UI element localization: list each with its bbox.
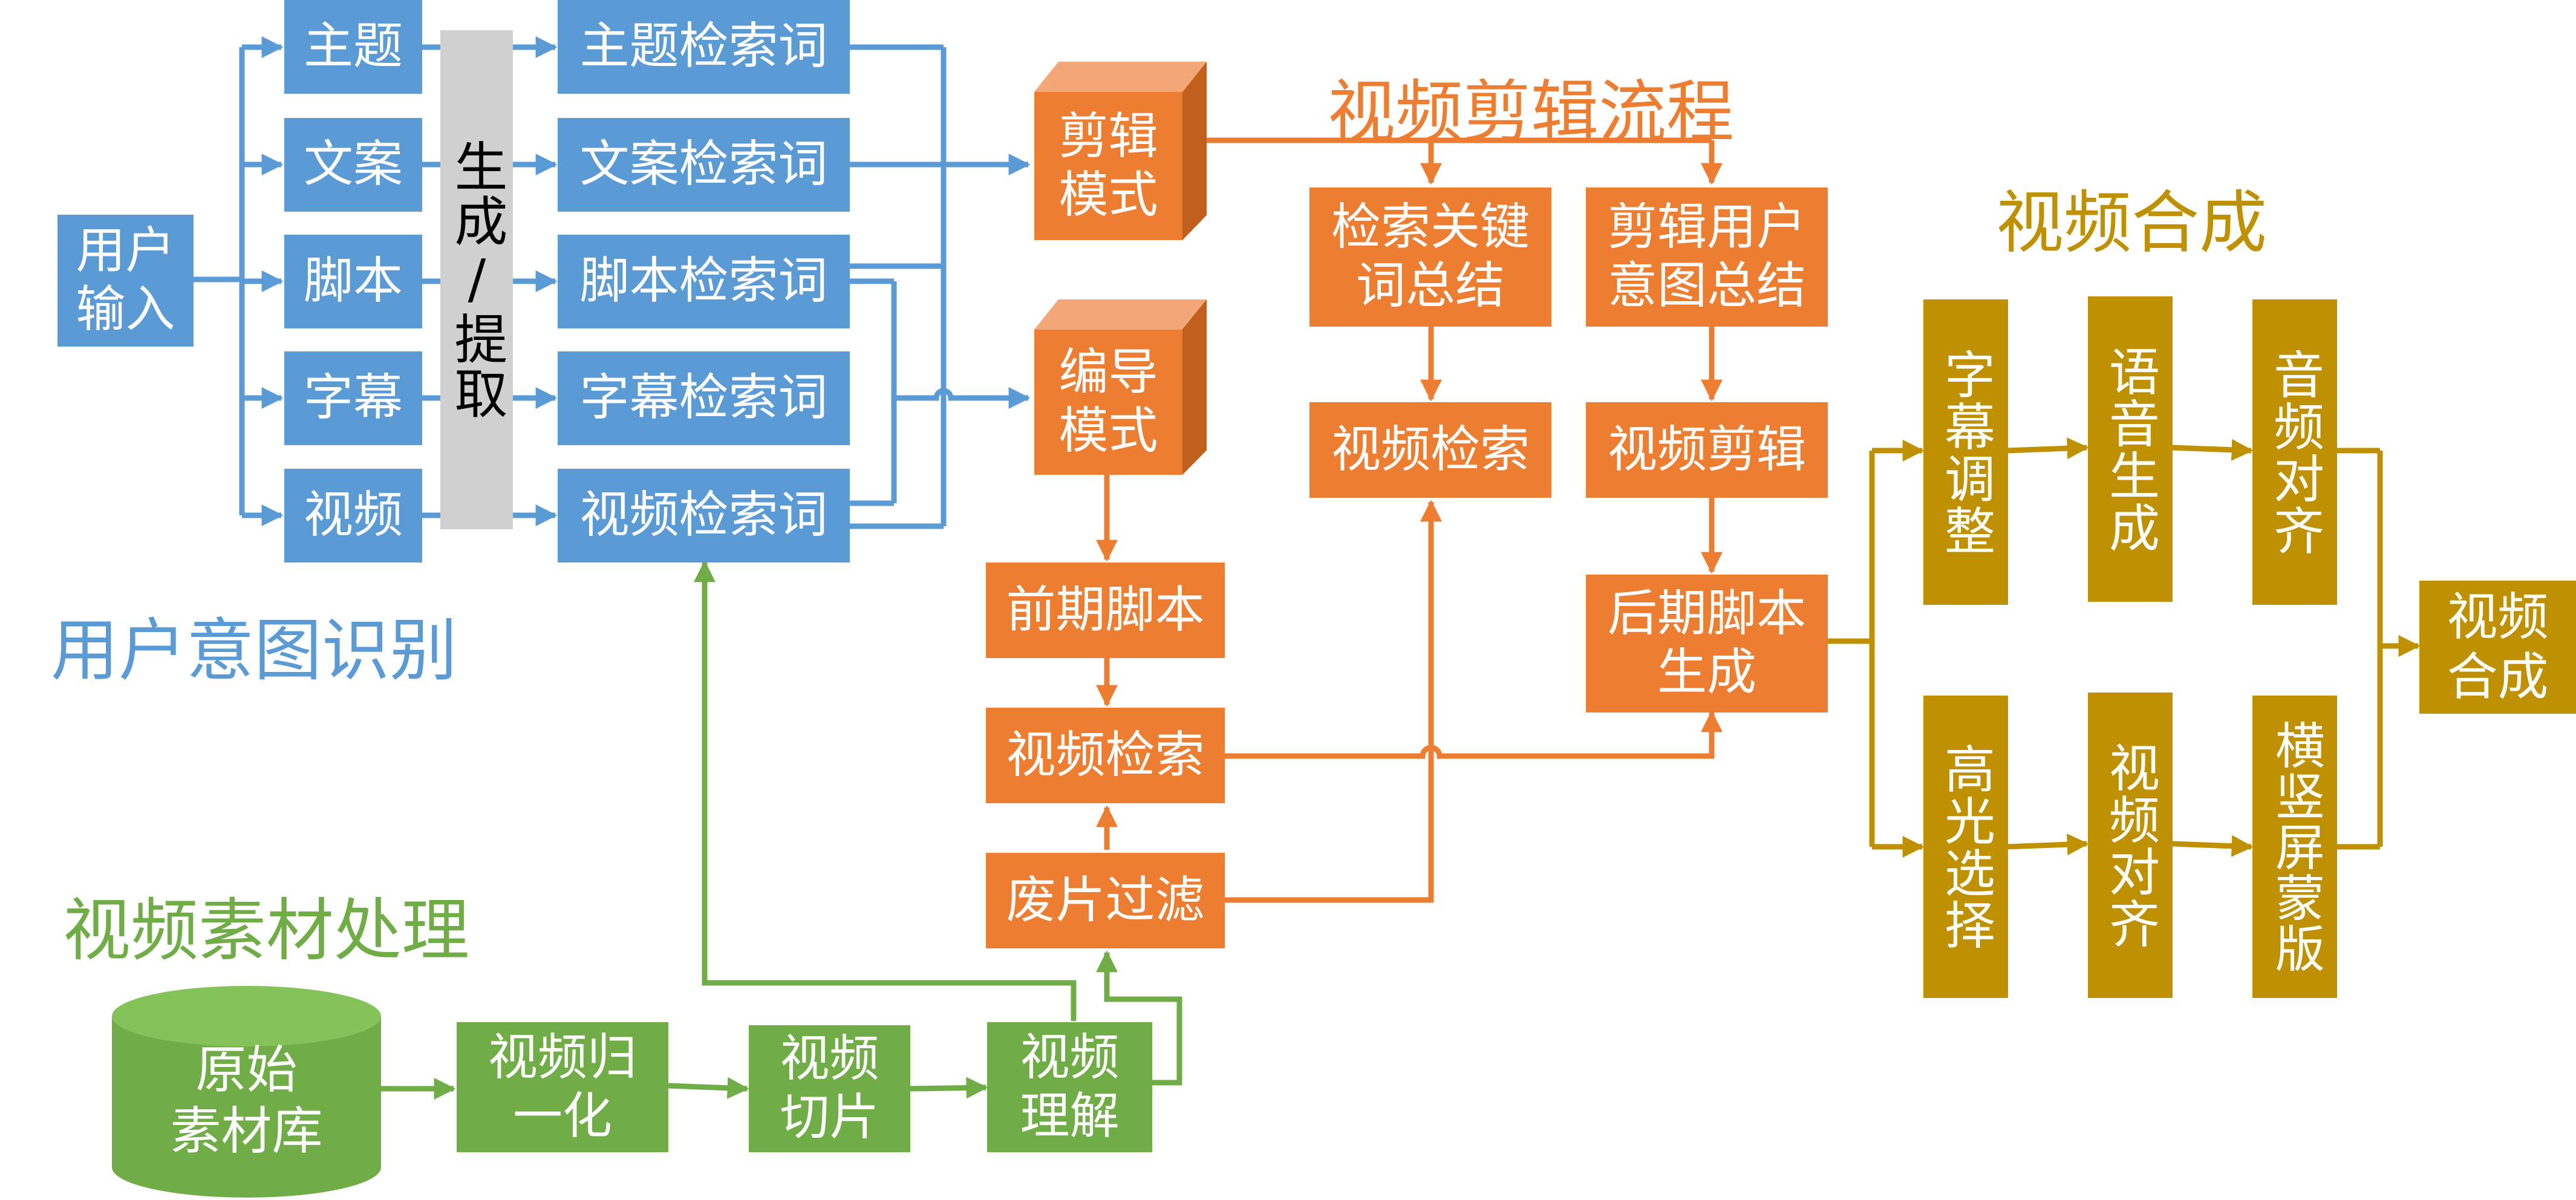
subtitle-adjust-label: 字幕调整: [1936, 348, 1996, 556]
section-title-material: 视频素材处理: [63, 892, 469, 970]
pre-script-box: 前期脚本: [986, 562, 1225, 658]
keyword-video: 视频检索词: [558, 469, 850, 562]
section-title-intent: 用户意图识别: [51, 611, 457, 690]
material-connectors: [381, 560, 1182, 1100]
voice-gen-label: 语音生成: [2101, 345, 2160, 553]
section-title-synthesis: 视频合成: [1996, 184, 2267, 262]
highlight-box: 高光选择: [1923, 696, 2008, 998]
category-topic: 主题: [284, 0, 422, 94]
keyword-summary-box: 检索关键词总结: [1309, 188, 1551, 327]
keyword-subtitle: 字幕检索词: [558, 351, 850, 445]
understand-box: 视频理解: [987, 1022, 1152, 1152]
subtitle-adjust-box: 字幕调整: [1923, 299, 2008, 605]
highlight-label: 高光选择: [1936, 743, 1996, 951]
mask-label: 横竖屏蒙版: [2266, 720, 2324, 974]
video-search-top-box: 视频检索: [1309, 402, 1551, 498]
extract-bar: 生成/提取: [440, 30, 513, 529]
category-video: 视频: [284, 469, 422, 562]
category-copy: 文案: [284, 118, 422, 212]
voice-gen-box: 语音生成: [2088, 296, 2173, 602]
intent-summary-box: 剪辑用户意图总结: [1586, 188, 1828, 327]
category-subtitle: 字幕: [284, 351, 422, 445]
category-script: 脚本: [284, 235, 422, 328]
keyword-copy: 文案检索词: [558, 118, 850, 212]
slice-box: 视频切片: [749, 1025, 910, 1152]
post-script-box: 后期脚本生成: [1586, 575, 1828, 712]
audio-align-label: 音频对齐: [2265, 348, 2325, 556]
edit-flow-connectors: [1096, 137, 1723, 903]
video-align-box: 视频对齐: [2088, 693, 2173, 998]
final-synthesis-box: 视频合成: [2419, 581, 2576, 714]
normalize-box: 视频归一化: [457, 1022, 668, 1152]
user-input-box: 用户输入: [57, 215, 194, 347]
extract-label: 生成/提取: [445, 139, 508, 420]
filter-box: 废片过滤: [986, 853, 1225, 948]
synthesis-connectors: [1825, 437, 2421, 858]
keyword-topic: 主题检索词: [558, 0, 850, 94]
keyword-script: 脚本检索词: [558, 235, 850, 328]
audio-align-box: 音频对齐: [2252, 299, 2337, 605]
mask-box: 横竖屏蒙版: [2252, 696, 2337, 998]
section-title-edit-flow: 视频剪辑流程: [1328, 73, 1734, 152]
video-align-label: 视频对齐: [2101, 741, 2160, 950]
director-video-search-box: 视频检索: [986, 708, 1225, 803]
video-edit-box: 视频剪辑: [1586, 402, 1828, 498]
